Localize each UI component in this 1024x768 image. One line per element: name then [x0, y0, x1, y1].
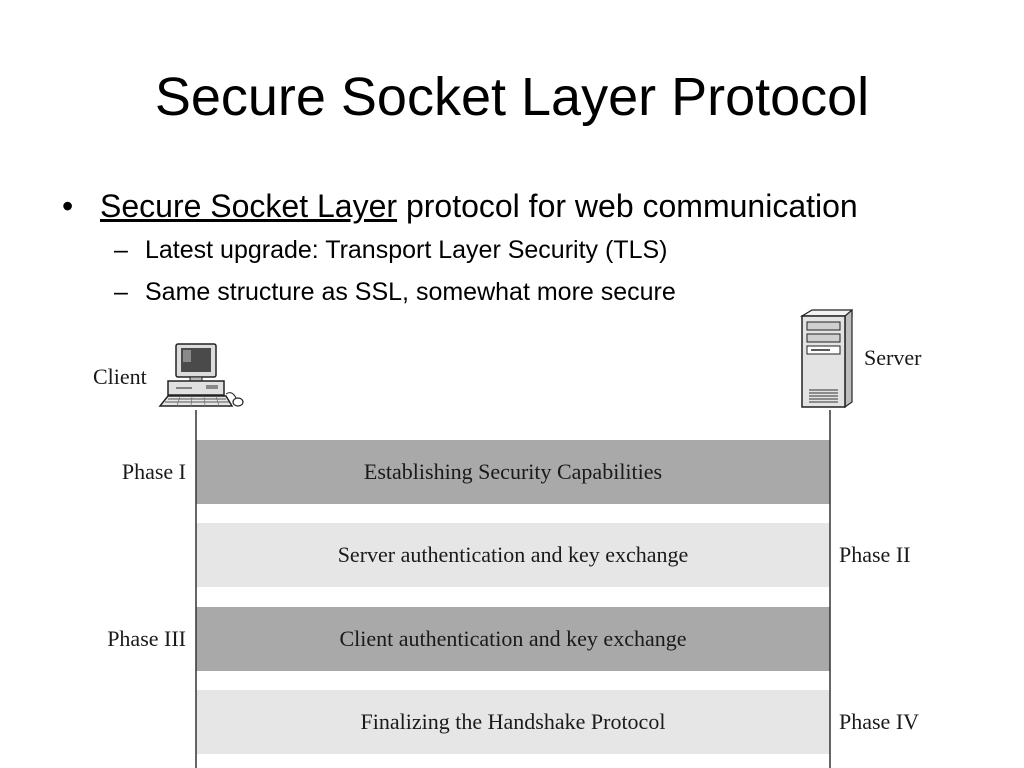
bullet-marker: •	[62, 188, 74, 224]
sub-bullet-marker: –	[114, 278, 128, 306]
desktop-computer-icon	[158, 343, 244, 407]
phase-label: Phase I	[122, 459, 186, 484]
phase-band-text: Establishing Security Capabilities	[364, 459, 662, 484]
ssl-link[interactable]: Secure Socket Layer	[100, 188, 398, 224]
sub-bullet-item: –Same structure as SSL, somewhat more se…	[114, 276, 676, 308]
sub-bullet-text: Latest upgrade: Transport Layer Security…	[145, 236, 668, 264]
server-label: Server	[864, 345, 922, 370]
client-label: Client	[93, 364, 147, 389]
phase-label: Phase II	[839, 542, 910, 567]
bullet-item: • Secure Socket Layer protocol for web co…	[62, 186, 858, 226]
phase-band-4	[196, 690, 830, 754]
phase-label: Phase III	[107, 626, 186, 651]
slide-title: Secure Socket Layer Protocol	[154, 67, 870, 127]
phase-label: Phase IV	[839, 709, 919, 734]
bullet-text: protocol for web communication	[397, 188, 858, 224]
phase-band-2	[196, 523, 830, 587]
sub-bullet-text: Same structure as SSL, somewhat more sec…	[145, 278, 676, 306]
phase-band-1	[196, 440, 830, 504]
sub-bullet-item: –Latest upgrade: Transport Layer Securit…	[114, 234, 667, 266]
phase-band-3	[196, 607, 830, 671]
phase-band-text: Client authentication and key exchange	[340, 626, 687, 651]
phase-band-text: Finalizing the Handshake Protocol	[361, 709, 666, 734]
server-tower-icon	[799, 308, 853, 409]
phase-band-text: Server authentication and key exchange	[338, 542, 689, 567]
sub-bullet-marker: –	[114, 236, 128, 264]
